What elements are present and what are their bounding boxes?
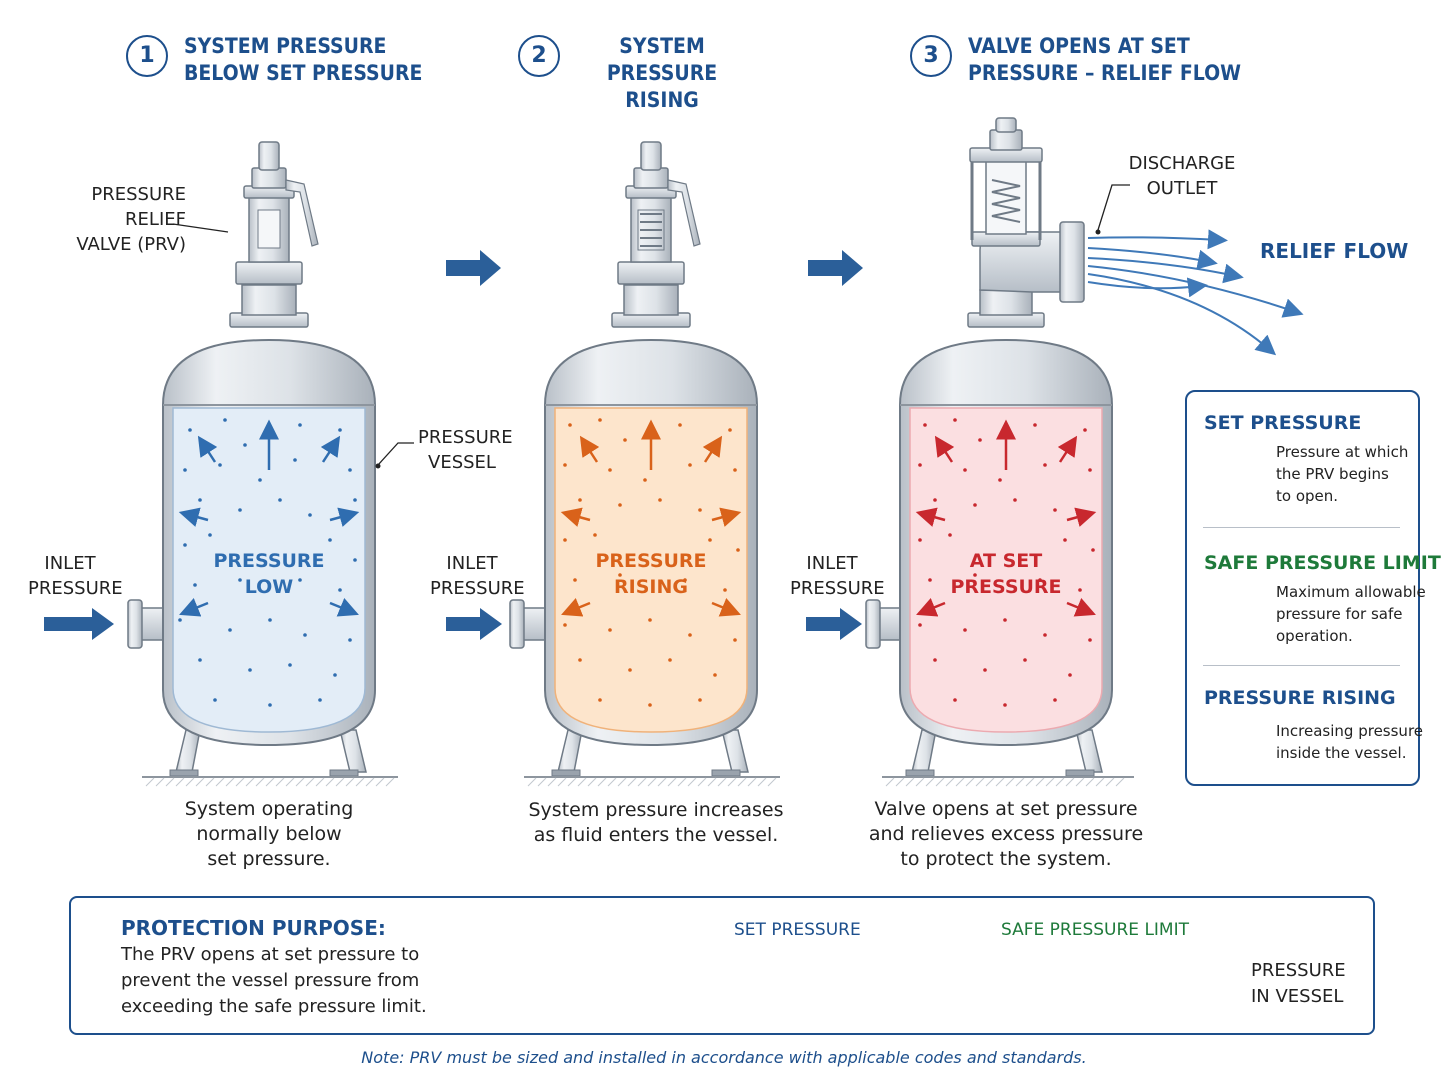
legend-safe-limit-desc: Maximum allowable pressure for safe oper…: [1276, 581, 1426, 647]
relief-flow-label: RELIEF FLOW: [1260, 239, 1409, 263]
footnote: Note: PRV must be sized and installed in…: [361, 1048, 1087, 1067]
stage-1-title-line2: BELOW SET PRESSURE: [184, 61, 423, 85]
stage-1-number: 1: [126, 35, 168, 77]
stage-3-title-line1: VALVE OPENS AT SET: [968, 34, 1190, 58]
legend-pressure-rising-title: PRESSURE RISING: [1204, 687, 1396, 709]
discharge-label-line2: OUTLET: [1146, 178, 1218, 199]
purpose-text-line1: The PRV opens at set pressure to: [121, 944, 420, 965]
vessel-2-state-line2: RISING: [614, 576, 688, 598]
inlet-label-1: INLET PRESSURE: [28, 551, 123, 601]
purpose-text: The PRV opens at set pressure to prevent…: [121, 942, 427, 1020]
vessel-3: [865, 117, 1304, 787]
purpose-title: PROTECTION PURPOSE:: [121, 916, 386, 940]
caption-2: System pressure increases as fluid enter…: [511, 798, 801, 848]
vessel-1-state-line2: LOW: [244, 576, 294, 598]
scale-safe-limit-label: SAFE PRESSURE LIMIT: [1001, 920, 1189, 940]
stage-2-number: 2: [518, 35, 560, 77]
caption-1-line3: set pressure.: [207, 848, 331, 870]
inlet-label-2-line2: PRESSURE: [430, 578, 525, 599]
caption-1-line2: normally below: [196, 823, 342, 845]
caption-3-line2: and relieves excess pressure: [868, 823, 1144, 845]
stage-3-title: VALVE OPENS AT SET PRESSURE – RELIEF FLO…: [968, 33, 1241, 87]
stage-2-title-line2: RISING: [625, 88, 699, 112]
scale-axis-line2: IN VESSEL: [1251, 986, 1344, 1007]
inlet-label-3: INLET PRESSURE: [790, 551, 885, 601]
scale-set-pressure-label: SET PRESSURE: [734, 920, 861, 940]
vessel-label-line2: VESSEL: [428, 452, 496, 473]
legend-safe-desc-line3: operation.: [1276, 627, 1353, 645]
prv-label: PRESSURE RELIEF VALVE (PRV): [46, 182, 186, 257]
vessel-3-state-line1: AT SET: [969, 550, 1043, 572]
legend-safe-desc-line2: pressure for safe: [1276, 605, 1403, 623]
legend-set-pressure-desc: Pressure at which the PRV begins to open…: [1276, 441, 1408, 507]
stage-arrow-2: [808, 250, 863, 286]
legend-rising-desc-line1: Increasing pressure: [1276, 722, 1424, 740]
caption-3-line1: Valve opens at set pressure: [874, 798, 1138, 820]
inlet-label-2: INLET PRESSURE: [430, 551, 525, 601]
stage-arrows: [446, 250, 863, 286]
purpose-text-line3: exceeding the safe pressure limit.: [121, 996, 427, 1017]
legend-divider-2: [1203, 665, 1400, 666]
stage-1-title: SYSTEM PRESSURE BELOW SET PRESSURE: [184, 33, 422, 87]
inlet-label-1-line1: INLET: [44, 553, 96, 574]
stage-3-number: 3: [910, 35, 952, 77]
stage-2-title-line1: SYSTEM PRESSURE: [606, 34, 718, 85]
vessel-3-state-line2: PRESSURE: [950, 576, 1062, 598]
discharge-label: DISCHARGE OUTLET: [1128, 151, 1236, 201]
legend-set-desc-line2: the PRV begins: [1276, 465, 1389, 483]
stage-1-title-line1: SYSTEM PRESSURE: [184, 34, 387, 58]
inlet-label-1-line2: PRESSURE: [28, 578, 123, 599]
prv-label-line1: PRESSURE RELIEF: [91, 184, 186, 230]
legend-rising-desc-line2: inside the vessel.: [1276, 744, 1407, 762]
prv-label-line2: VALVE (PRV): [76, 234, 186, 255]
inlet-label-3-line1: INLET: [806, 553, 858, 574]
caption-1-line1: System operating: [184, 798, 354, 820]
scale-axis-line1: PRESSURE: [1251, 960, 1346, 981]
vessel-1-state: PRESSURE LOW: [189, 548, 349, 600]
inlet-arrow-2: [446, 608, 502, 640]
legend-box: [1185, 390, 1420, 786]
caption-2-line1: System pressure increases: [528, 799, 784, 821]
vessel-2: [509, 141, 780, 787]
vessel-label: PRESSURE VESSEL: [418, 425, 513, 475]
vessel-1-state-line1: PRESSURE: [213, 550, 325, 572]
vessel-2-state: PRESSURE RISING: [571, 548, 731, 600]
legend-set-pressure-title: SET PRESSURE: [1204, 412, 1362, 434]
vessel-1: [127, 141, 398, 787]
caption-3: Valve opens at set pressure and relieves…: [861, 797, 1151, 872]
inlet-arrow-3: [806, 608, 862, 640]
protection-purpose-box: [69, 896, 1375, 1035]
stage-2-title: SYSTEM PRESSURE RISING: [576, 33, 748, 114]
stage-3-title-line2: PRESSURE – RELIEF FLOW: [968, 61, 1241, 85]
legend-set-desc-line3: to open.: [1276, 487, 1339, 505]
legend-pressure-rising-desc: Increasing pressure inside the vessel.: [1276, 720, 1423, 764]
inlet-label-3-line2: PRESSURE: [790, 578, 885, 599]
vessel-3-state: AT SET PRESSURE: [926, 548, 1086, 600]
vessel-2-state-line1: PRESSURE: [595, 550, 707, 572]
legend-set-desc-line1: Pressure at which: [1276, 443, 1409, 461]
inlet-arrow-1: [44, 608, 114, 640]
caption-1: System operating normally below set pres…: [139, 797, 399, 872]
legend-safe-desc-line1: Maximum allowable: [1276, 583, 1426, 601]
scale-axis-label: PRESSURE IN VESSEL: [1251, 958, 1346, 1010]
inlet-label-2-line1: INLET: [446, 553, 498, 574]
vessel-label-line1: PRESSURE: [418, 427, 513, 448]
purpose-text-line2: prevent the vessel pressure from: [121, 970, 420, 991]
caption-2-line2: as fluid enters the vessel.: [533, 824, 779, 846]
legend-safe-limit-title: SAFE PRESSURE LIMIT: [1204, 552, 1441, 574]
stage-arrow-1: [446, 250, 501, 286]
legend-divider-1: [1203, 527, 1400, 528]
caption-3-line3: to protect the system.: [900, 848, 1112, 870]
discharge-label-line1: DISCHARGE: [1128, 153, 1236, 174]
